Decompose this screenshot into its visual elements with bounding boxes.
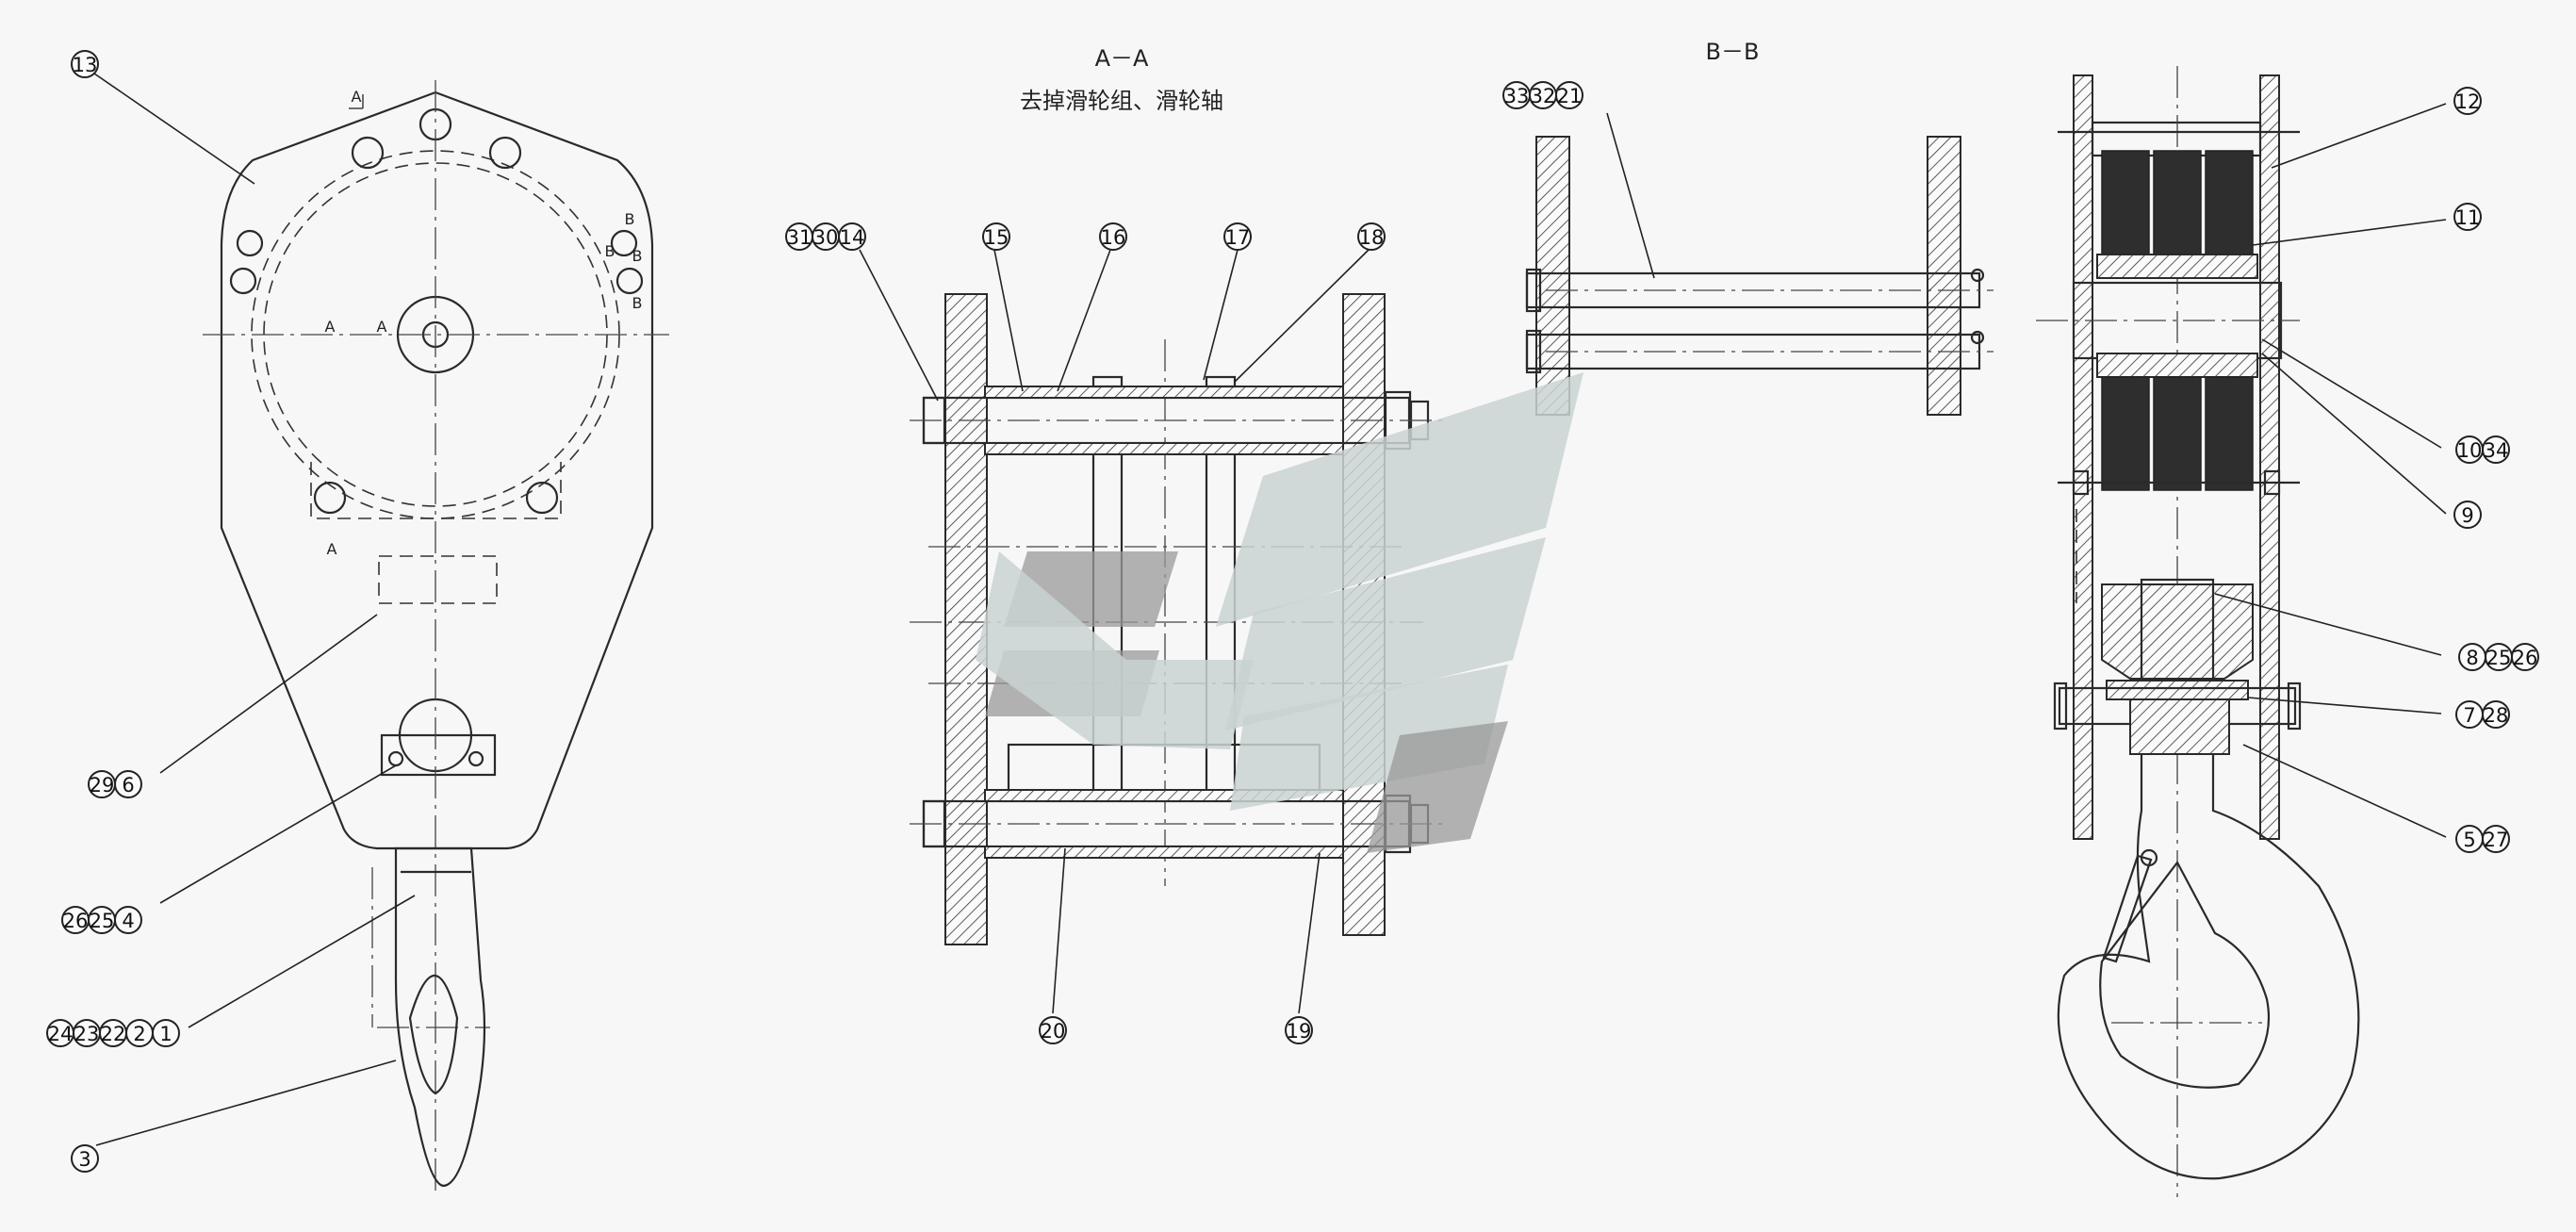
balloon-circle [2482,435,2510,464]
balloon-number: 4 [122,910,134,932]
balloon-number: 12 [2455,90,2481,113]
cut-mark-a-bottom: A [327,540,337,558]
balloon-number: 25 [90,910,115,932]
balloon-circle [1039,1016,1067,1044]
balloon-number: 28 [2484,704,2509,727]
cut-mark-b-right: B [632,247,643,265]
section-aa-note: 去掉滑轮组、滑轮轴 [1020,88,1223,114]
watermark-logo [976,372,1583,853]
balloon-number: 6 [122,774,134,797]
balloon-circle [2453,501,2482,529]
balloon-circle [838,222,866,251]
balloon-number: 18 [1359,226,1385,249]
balloon-number: 3 [78,1148,90,1171]
balloon-circle [982,222,1010,251]
section-aa-title: A－A [1095,45,1149,72]
cut-mark-a-top: A [352,88,362,106]
balloon-group-18: 18 [1357,222,1386,251]
balloon-number: 31 [787,226,812,249]
balloon-number: 30 [813,226,839,249]
balloon-circle [2482,700,2510,729]
balloon-number: 15 [984,226,1009,249]
balloon-number: 33 [1504,85,1530,107]
front-view: A A A A B B B B [203,80,669,1197]
balloon-group-9: 9 [2453,501,2482,529]
balloon-circle [1357,222,1386,251]
cut-mark-b-bottom: B [632,294,643,312]
section-bb-view: B－B [1525,39,1994,416]
balloon-circle [152,1019,180,1047]
balloon-group-29-6: 29 6 [88,770,142,798]
balloon-group-7-28: 7 28 [2455,700,2510,729]
side-view [2036,66,2360,1197]
balloon-group-19: 19 [1285,1016,1313,1044]
cut-mark-b-top: B [625,210,635,228]
cut-mark-b-mid: B [605,242,615,260]
balloon-number: 21 [1557,85,1583,107]
balloon-number: 13 [73,54,98,76]
balloon-number: 2 [133,1023,145,1045]
balloon-number: 34 [2484,439,2509,462]
balloon-circle [71,50,99,78]
balloon-number: 1 [159,1023,172,1045]
balloon-circle [2511,643,2539,671]
balloon-group-5-27: 5 27 [2455,825,2510,853]
balloon-circle [1555,81,1583,109]
balloon-group-13: 13 [71,50,99,78]
balloon-number: 9 [2461,504,2473,527]
balloon-number: 29 [90,774,115,797]
leader-lines [93,73,2447,1146]
balloon-number: 23 [74,1023,100,1045]
balloon-number: 20 [1041,1020,1066,1043]
balloon-group-15: 15 [982,222,1010,251]
balloon-circle [2482,825,2510,853]
cut-mark-a-mid: A [377,318,387,336]
balloon-number: 25 [2486,647,2512,669]
balloon-group-3: 3 [71,1144,99,1173]
balloon-number: 22 [101,1023,126,1045]
balloon-number: 26 [63,910,89,932]
balloon-group-20: 20 [1039,1016,1067,1044]
balloon-number: 16 [1101,226,1126,249]
balloon-circle [114,906,142,934]
balloon-circle [2453,87,2482,115]
balloon-number: 24 [48,1023,74,1045]
balloon-number: 19 [1287,1020,1312,1043]
balloon-circle [1099,222,1127,251]
balloon-number: 32 [1531,85,1556,107]
balloon-group-17: 17 [1223,222,1252,251]
balloon-number: 8 [2466,647,2478,669]
balloon-number: 11 [2455,206,2481,229]
balloon-number: 14 [840,226,865,249]
balloon-number: 5 [2463,829,2475,851]
section-bb-title: B－B [1706,39,1760,65]
balloon-group-12: 12 [2453,87,2482,115]
balloon-number: 27 [2484,829,2509,851]
balloon-circle [71,1144,99,1173]
balloon-group-16: 16 [1099,222,1127,251]
balloon-circle [2453,203,2482,231]
balloon-group-11: 11 [2453,203,2482,231]
balloon-number: 17 [1225,226,1251,249]
balloon-circle [1223,222,1252,251]
balloon-circle [1285,1016,1313,1044]
balloon-circle [114,770,142,798]
balloon-number: 10 [2457,439,2483,462]
cut-mark-a-left: A [325,318,336,336]
balloon-number: 7 [2463,704,2475,727]
balloon-number: 26 [2513,647,2538,669]
